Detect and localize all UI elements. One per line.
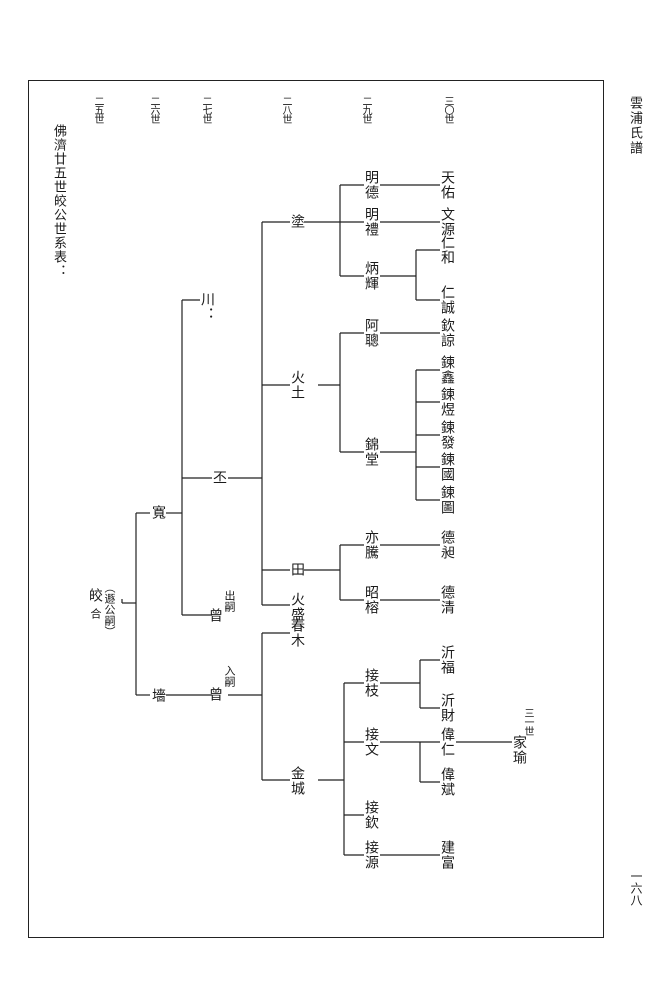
person-wei-ren: 偉仁 xyxy=(439,727,455,757)
person-yi-cai: 沂財 xyxy=(439,693,455,723)
person-yi-fu: 沂福 xyxy=(439,645,455,675)
person-jin-cheng: 金城 xyxy=(289,766,305,796)
person-lian-yu: 鍊煜 xyxy=(439,387,455,417)
person-annotation: 出嗣 xyxy=(223,590,236,612)
person-jian-fu: 建富 xyxy=(439,840,455,870)
generation-29: 二九世 xyxy=(360,96,371,123)
person-lian-guo: 鍊國 xyxy=(439,452,455,482)
person-ming-de: 明德 xyxy=(363,170,379,200)
table-title: 佛濟廿五世皎公世系表： xyxy=(51,124,66,278)
person-jiao: 皎 （遯公嗣） 合 xyxy=(87,582,134,637)
generation-31: 三一世 xyxy=(522,708,533,735)
person-jie-qin: 接欽 xyxy=(363,800,379,830)
person-ming-li: 明禮 xyxy=(363,207,379,237)
person-jia-yu: 家瑜 xyxy=(511,735,527,765)
person-zeng-out: 出嗣 曾 xyxy=(206,590,242,630)
person-lian-fa: 鍊發 xyxy=(439,420,455,450)
person-ren-cheng: 仁誠 xyxy=(439,285,455,315)
book-title: 雲浦氏譜 xyxy=(627,96,642,156)
table-frame xyxy=(28,80,604,938)
person-jie-wen: 接文 xyxy=(363,727,379,757)
person-wen-yuan: 文源 xyxy=(439,207,455,237)
person-lian-tu: 鍊圖 xyxy=(439,485,455,515)
person-lian-xin: 鍊鑫 xyxy=(439,355,455,385)
generation-26: 二六世 xyxy=(148,96,159,123)
generation-25: 二五世 xyxy=(92,96,103,123)
person-huo-tu: 火土 xyxy=(289,370,305,400)
person-chuan: 川： xyxy=(199,292,215,322)
person-bing-hui: 炳輝 xyxy=(363,261,379,291)
person-name: 曾 xyxy=(207,687,223,702)
person-huo-sheng: 火盛 xyxy=(289,592,305,622)
person-kuan: 寬 xyxy=(150,505,166,520)
person-ren-he: 仁和 xyxy=(439,235,455,265)
person-name: 曾 xyxy=(207,608,223,623)
person-qiang: 墻 xyxy=(150,688,166,703)
person-tu: 塗 xyxy=(289,214,305,229)
generation-30: 三〇世 xyxy=(442,96,453,123)
person-pi: 丕 xyxy=(211,470,227,485)
generation-27: 二七世 xyxy=(200,96,211,123)
person-name: 皎 xyxy=(87,588,103,603)
generation-28: 二八世 xyxy=(280,96,291,123)
page-number: 一六八 xyxy=(629,870,643,906)
person-de-chang: 德昶 xyxy=(439,530,455,560)
person-zeng-in: 入嗣 曾 xyxy=(206,665,242,705)
person-chun-mu: 春木 xyxy=(289,618,305,648)
person-zhao-rong: 昭榕 xyxy=(363,585,379,615)
person-tian: 田 xyxy=(289,562,305,577)
person-extra: 合 xyxy=(89,608,102,619)
person-a-cong: 阿聰 xyxy=(363,318,379,348)
person-yi-teng: 亦騰 xyxy=(363,530,379,560)
person-wei-bin: 偉斌 xyxy=(439,767,455,797)
person-tian-you: 天佑 xyxy=(439,170,455,200)
person-annotation: （遯公嗣） xyxy=(103,582,116,637)
person-annotation: 入嗣 xyxy=(223,665,236,687)
person-jie-zhi: 接枝 xyxy=(363,668,379,698)
person-qin-liang: 欽諒 xyxy=(439,318,455,348)
person-de-qing: 德清 xyxy=(439,585,455,615)
person-jie-yuan: 接源 xyxy=(363,840,379,870)
person-jin-tang: 錦堂 xyxy=(363,437,379,467)
